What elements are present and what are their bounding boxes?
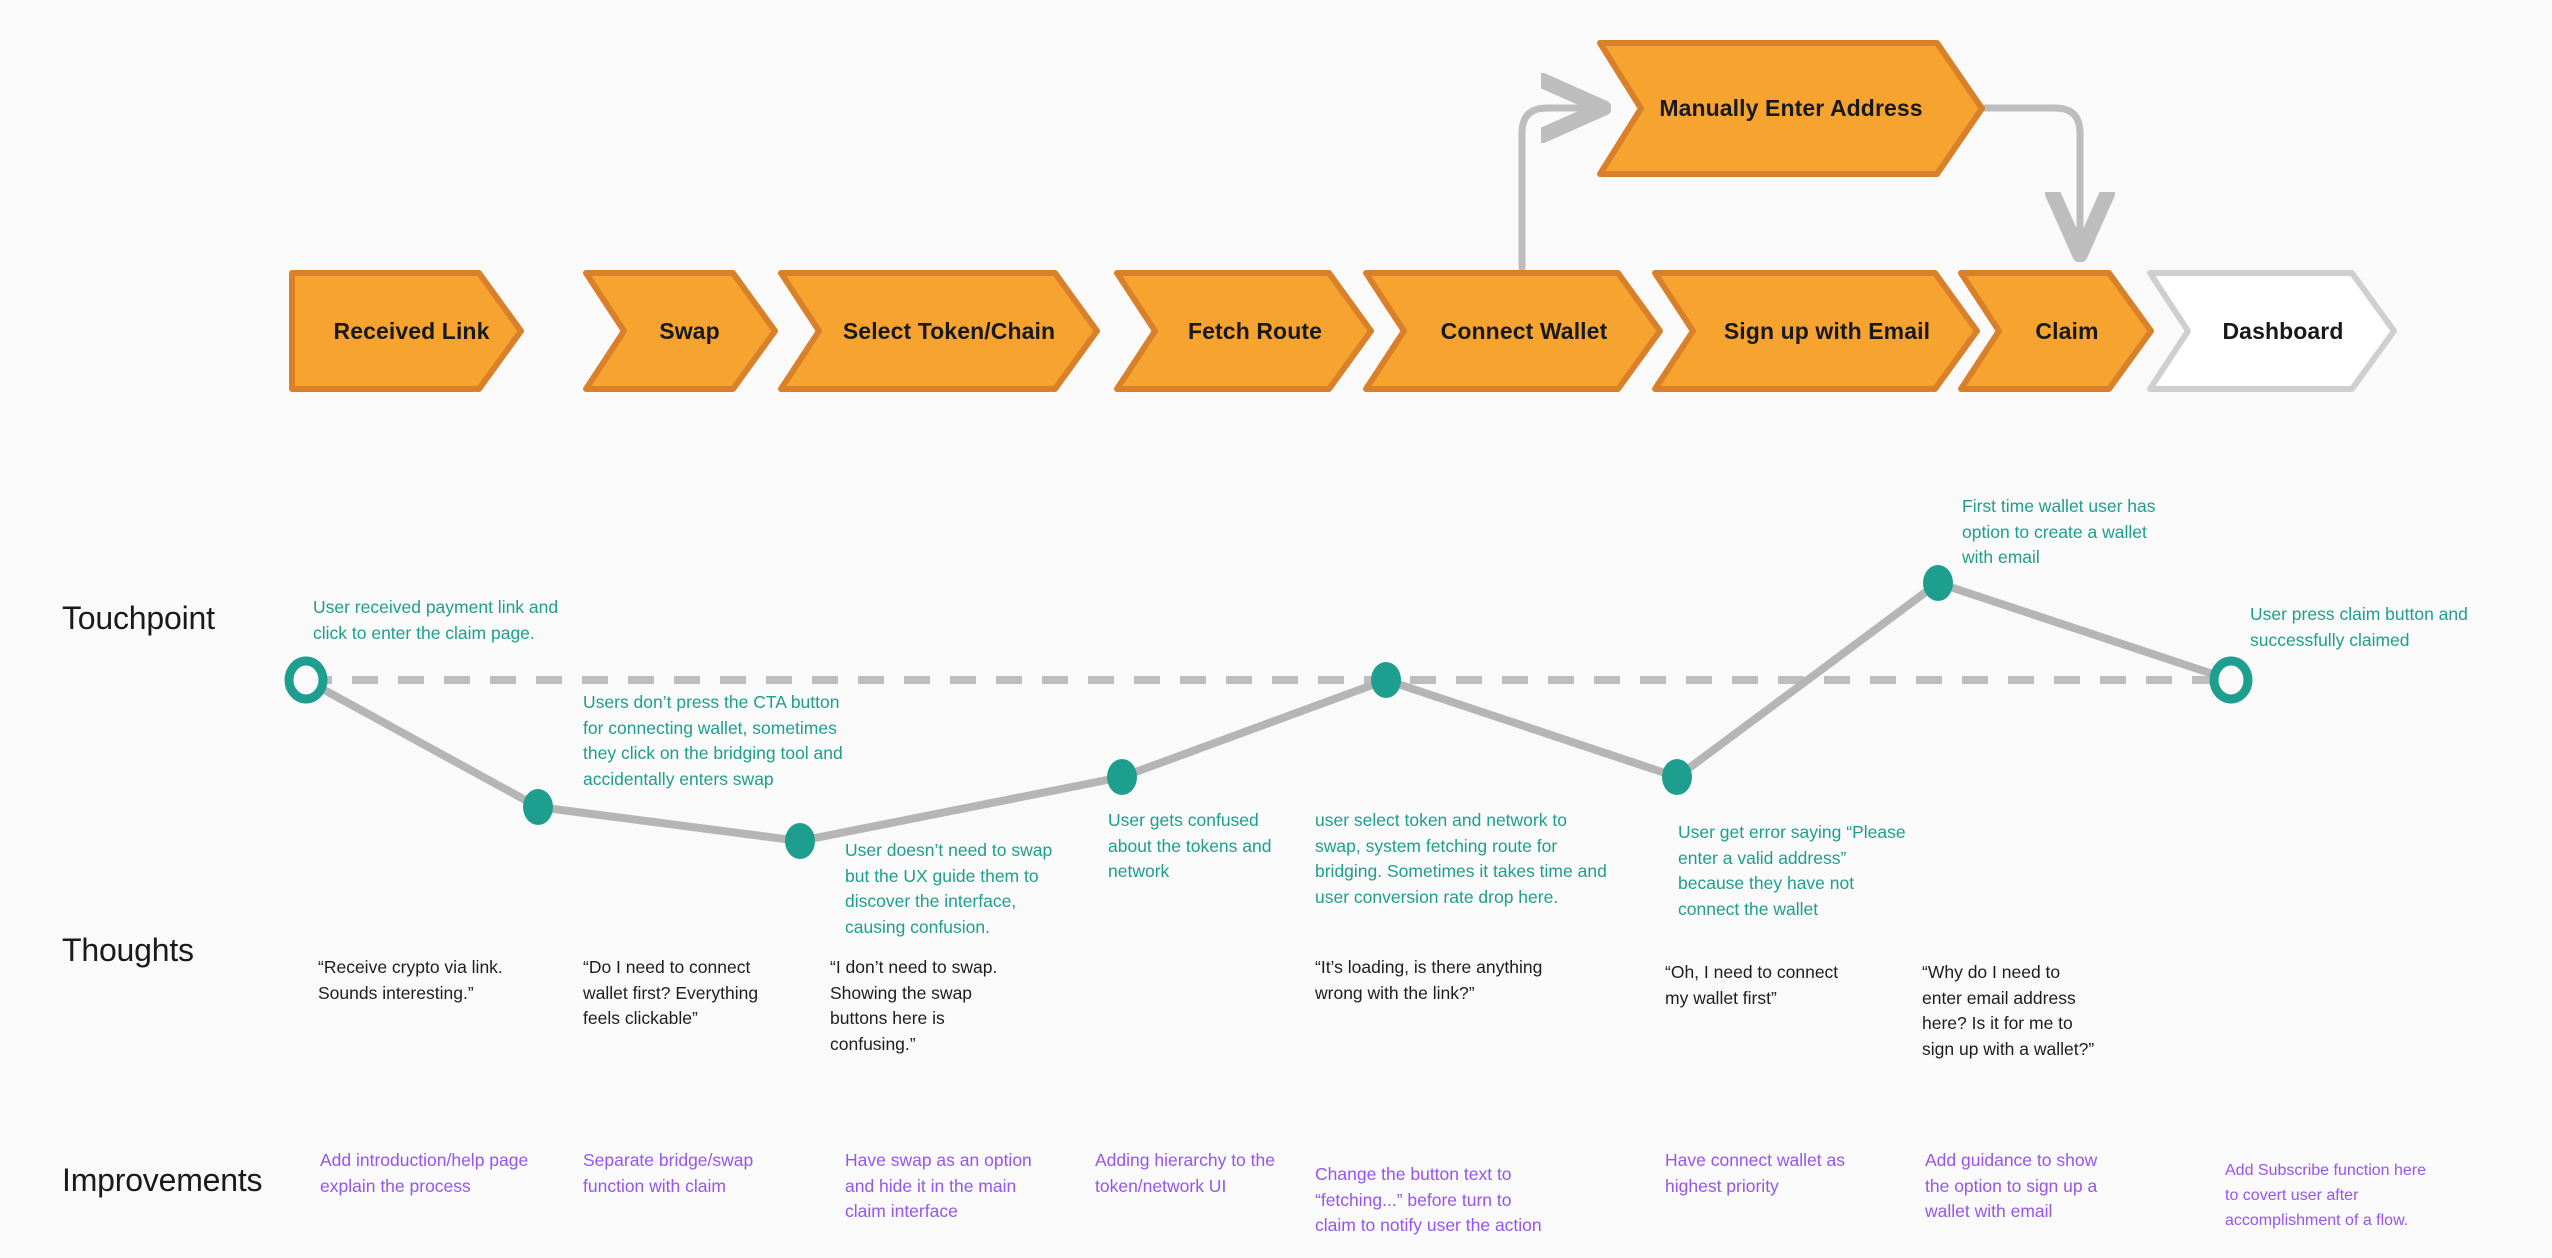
chevron-shape	[289, 270, 524, 392]
flow-step-fetch-route[interactable]: Fetch Route	[1114, 270, 1374, 392]
thought-note-3: “I don’t need to swap. Showing the swap …	[830, 957, 998, 1054]
chevron-shape	[1597, 40, 1985, 177]
touchpoint-note-4: User gets confused about the tokens and …	[1108, 810, 1272, 881]
journey-node-4[interactable]	[1107, 759, 1137, 795]
flow-step-claim[interactable]: Claim	[1958, 270, 2154, 392]
improvement-note-5: Change the button text to “fetching...” …	[1315, 1164, 1542, 1235]
flow-connectors	[1518, 104, 2080, 272]
row-label-touchpoint: Touchpoint	[62, 600, 215, 636]
thought-note-4: “It’s loading, is there anything wrong w…	[1315, 957, 1543, 1003]
chevron-shape	[778, 270, 1100, 392]
improvement-note-3: Have swap as an option and hide it in th…	[845, 1150, 1032, 1221]
chevron-shape	[1958, 270, 2154, 392]
thought-note-5: “Oh, I need to connect my wallet first”	[1665, 962, 1839, 1008]
chevron-shape	[583, 270, 778, 392]
touchpoint-note-7: First time wallet user has option to cre…	[1962, 496, 2156, 567]
journey-node-6[interactable]	[1662, 759, 1692, 795]
improvement-note-4: Adding hierarchy to the token/network UI	[1095, 1150, 1275, 1196]
chevron-shape	[1652, 270, 1980, 392]
row-label-improvements: Improvements	[62, 1162, 263, 1198]
journey-line-group	[284, 565, 2253, 859]
improvement-note-1: Add introduction/help page explain the p…	[320, 1150, 529, 1196]
improvement-note-2: Separate bridge/swap function with claim	[583, 1150, 754, 1196]
journey-node-5[interactable]	[1371, 662, 1401, 698]
flow-step-dashboard[interactable]: Dashboard	[2147, 270, 2397, 392]
flow-step-sign-up-with-email[interactable]: Sign up with Email	[1652, 270, 1980, 392]
row-label-thoughts: Thoughts	[62, 932, 194, 968]
touchpoint-note-1: User received payment link and click to …	[313, 597, 559, 643]
chevron-shape	[2147, 270, 2397, 392]
journey-node-7[interactable]	[1923, 565, 1953, 601]
journey-node-3[interactable]	[785, 823, 815, 859]
improvement-note-7: Add guidance to show the option to sign …	[1925, 1150, 2098, 1221]
journey-node-start[interactable]	[284, 656, 328, 704]
touchpoint-note-6: User get error saying “Please enter a va…	[1678, 822, 1906, 919]
improvement-note-8: Add Subscribe function here to covert us…	[2225, 1162, 2427, 1229]
touchpoint-note-3: User doesn’t need to swap but the UX gui…	[845, 840, 1053, 937]
chevron-shape	[1363, 270, 1663, 392]
flow-step-received-link[interactable]: Received Link	[289, 270, 524, 392]
touchpoint-note-2: Users don’t press the CTA button for con…	[583, 692, 843, 789]
touchpoint-note-8: User press claim button and successfully…	[2250, 604, 2468, 650]
journey-node-2[interactable]	[523, 789, 553, 825]
thought-note-2: “Do I need to connect wallet first? Ever…	[583, 957, 759, 1028]
thought-note-1: “Receive crypto via link. Sounds interes…	[318, 957, 503, 1003]
flow-step-select-token-chain[interactable]: Select Token/Chain	[778, 270, 1100, 392]
chevron-shape	[1114, 270, 1374, 392]
improvement-note-6: Have connect wallet as highest priority	[1665, 1150, 1845, 1196]
journey-polyline	[302, 579, 2235, 845]
thought-note-6: “Why do I need to enter email address he…	[1922, 962, 2095, 1059]
connector-manual-to-claim	[1981, 104, 2080, 248]
flow-step-connect-wallet[interactable]: Connect Wallet	[1363, 270, 1663, 392]
connector-connect-wallet-to-manual	[1518, 108, 1597, 272]
journey-node-end[interactable]	[2209, 656, 2253, 704]
touchpoint-note-5: user select token and network to swap, s…	[1315, 810, 1607, 907]
flow-step-manually-enter-address[interactable]: Manually Enter Address	[1597, 40, 1985, 177]
flow-step-swap[interactable]: Swap	[583, 270, 778, 392]
